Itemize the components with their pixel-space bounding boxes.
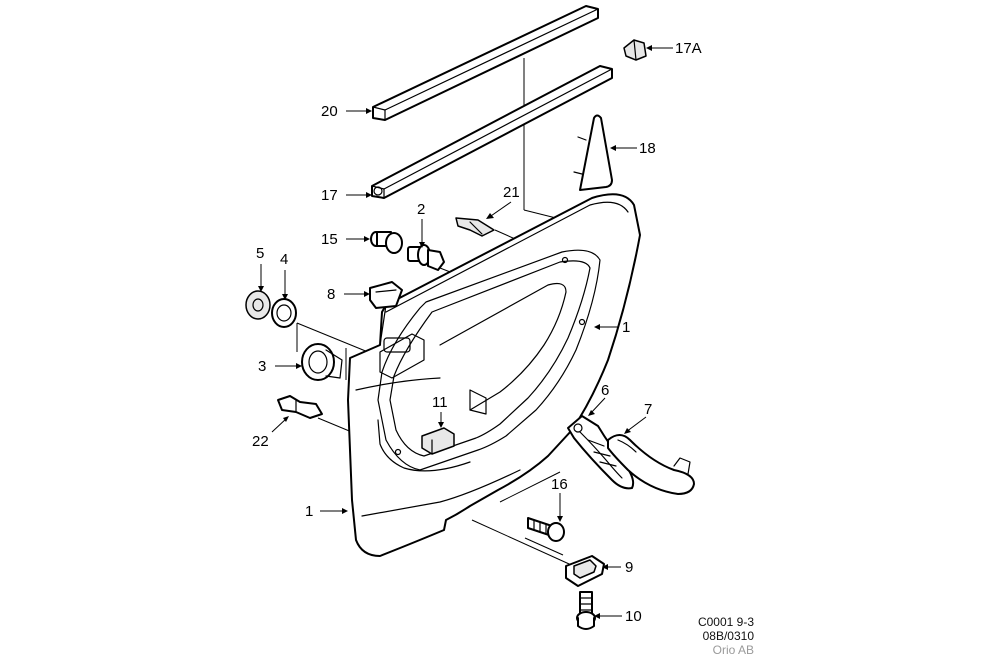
callout-8: 8 [327, 286, 335, 303]
part-22-push-pin [277, 395, 323, 419]
callout-6: 6 [601, 382, 609, 399]
part-20-window-seal [372, 5, 599, 121]
part-3-bezel [301, 343, 343, 381]
callout-18: 18 [639, 140, 656, 157]
callout-4: 4 [280, 251, 288, 268]
part-4-ring [271, 298, 297, 328]
part-15-plug [370, 231, 403, 254]
callout-3: 3 [258, 358, 266, 375]
callout-2: 2 [417, 201, 425, 218]
callout-16: 16 [551, 476, 568, 493]
part-17a-clip [623, 39, 647, 61]
diagram-code: C0001 9-3 [697, 615, 754, 629]
callout-20: 20 [321, 103, 338, 120]
callout-17: 17 [321, 187, 338, 204]
callout-11: 11 [432, 394, 448, 411]
part-17-window-seal [371, 65, 613, 199]
part-2-fastener [407, 244, 445, 271]
copyright-text: Orio AB [712, 643, 754, 657]
callout-10: 10 [625, 608, 642, 625]
callout-labels: 17A 20 18 17 21 2 15 5 4 8 1 3 6 7 11 22… [252, 40, 702, 625]
part-16-screw [527, 517, 565, 542]
part-1-door-panel [347, 193, 641, 557]
part-11-clip [421, 427, 455, 455]
diagram-version: 08B/0310 [702, 629, 754, 643]
callout-22: 22 [252, 433, 269, 450]
callout-1-lower: 1 [305, 503, 313, 520]
callout-15: 15 [321, 231, 338, 248]
part-10-bolt [576, 591, 596, 630]
part-18-triangle-trim [573, 114, 613, 191]
callout-5: 5 [256, 245, 264, 262]
callout-1-upper: 1 [622, 319, 630, 336]
part-5-washer [245, 290, 271, 320]
part-8-clip [369, 281, 403, 309]
callout-7: 7 [644, 401, 652, 418]
part-21-clip [455, 217, 495, 237]
part-7-pull-handle [607, 434, 695, 495]
callout-9: 9 [625, 559, 633, 576]
part-9-nut-clip [565, 555, 605, 587]
callout-17a: 17A [675, 40, 702, 57]
callout-leaders [258, 45, 673, 619]
callout-21: 21 [503, 184, 520, 201]
